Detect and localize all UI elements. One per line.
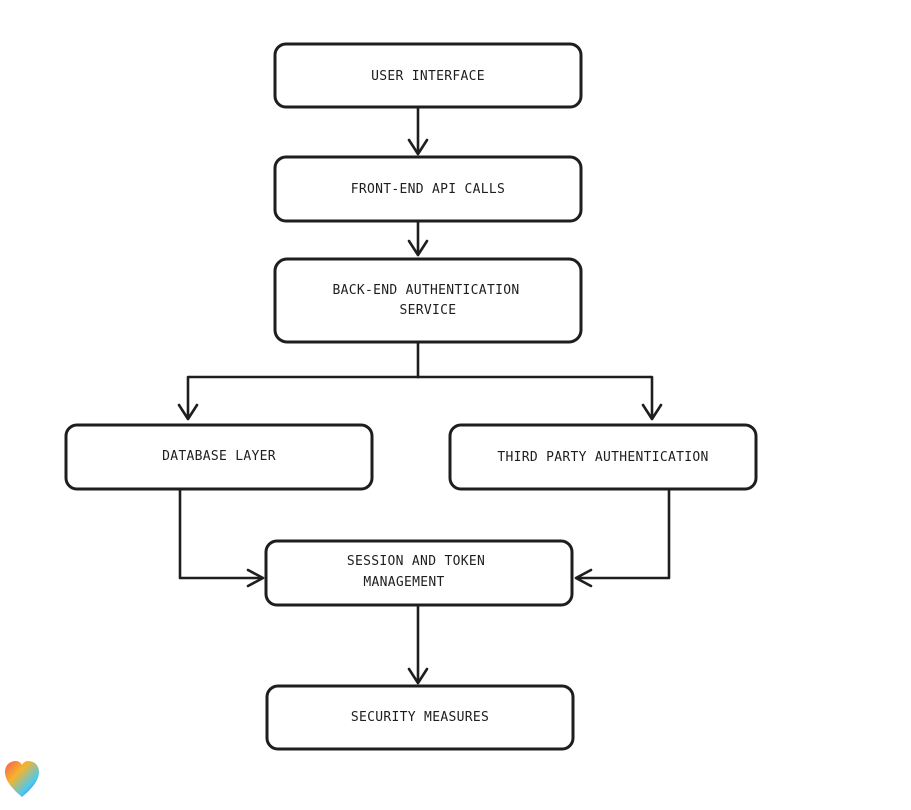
arrowhead-icon <box>407 138 429 156</box>
node-label: FRONT-END API CALLS <box>351 182 505 197</box>
arrowhead-icon <box>177 403 199 421</box>
arrowhead-icon <box>407 239 429 257</box>
node-label: SECURITY MEASURES <box>351 710 489 725</box>
arrowhead-icon <box>574 568 593 588</box>
node-database-layer: DATABASE LAYER <box>64 423 374 491</box>
node-label: USER INTERFACE <box>371 69 485 84</box>
node-label: SESSION AND TOKEN <box>347 554 485 569</box>
arrowhead-icon <box>246 568 265 588</box>
node-session-and-token-management: SESSION AND TOKEN MANAGEMENT <box>264 539 574 607</box>
edge-auth-to-third <box>416 375 654 420</box>
node-third-party-authentication: THIRD PARTY AUTHENTICATION <box>448 423 758 491</box>
edges <box>177 106 671 685</box>
node-security-measures: SECURITY MEASURES <box>265 684 575 751</box>
node-label: DATABASE LAYER <box>162 449 276 464</box>
node-back-end-authentication-service: BACK-END AUTHENTICATION SERVICE <box>273 257 583 344</box>
arrowhead-icon <box>407 667 429 685</box>
node-label: THIRD PARTY AUTHENTICATION <box>497 450 708 465</box>
arrowhead-icon <box>641 403 663 421</box>
edge-auth-to-db <box>186 375 420 420</box>
node-user-interface: USER INTERFACE <box>273 42 583 109</box>
heart-logo-icon <box>5 761 39 797</box>
edge-third-to-session <box>575 488 671 580</box>
node-label: BACK-END AUTHENTICATION <box>333 283 520 298</box>
edge-db-to-session <box>178 488 264 580</box>
node-label: SERVICE <box>400 303 457 318</box>
node-front-end-api-calls: FRONT-END API CALLS <box>273 155 583 223</box>
node-label: MANAGEMENT <box>363 575 444 590</box>
